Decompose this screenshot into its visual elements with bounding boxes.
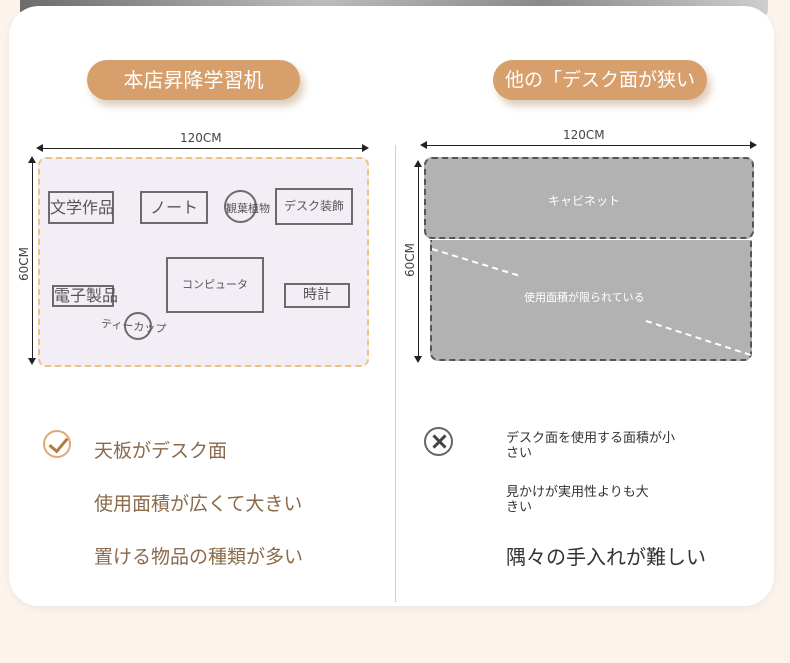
left-width-arrow-right: [362, 144, 369, 152]
cabinet-block: [424, 157, 754, 239]
left-feature-3: 置ける物品の種類が多い: [94, 546, 304, 568]
left-height-arrow-up: [28, 156, 36, 163]
left-width-line: [42, 148, 362, 149]
teacup-circle: [124, 312, 152, 340]
center-divider: [395, 145, 396, 602]
left-feature-1: 天板がデスク面: [94, 440, 228, 462]
item-computer: コンピュータ: [166, 257, 264, 313]
right-height-line: [418, 166, 419, 356]
left-feature-2: 使用面積が広くて大きい: [94, 493, 303, 515]
item-plant: 観葉植物: [226, 202, 270, 215]
right-height-label: 60CM: [403, 242, 418, 278]
left-width-arrow-left: [36, 144, 43, 152]
item-desk-decor: デスク装飾: [275, 188, 353, 225]
right-title-badge: 他の「デスク面が狭い: [493, 60, 707, 100]
right-width-arrow-left: [420, 141, 427, 149]
right-width-arrow-right: [750, 141, 757, 149]
right-height-arrow-down: [414, 356, 422, 363]
right-width-line: [426, 145, 750, 146]
cabinet-label: キャビネット: [548, 194, 621, 208]
check-circle-icon: [43, 430, 71, 458]
right-feature-3: 隅々の手入れが難しい: [506, 545, 706, 569]
item-literature: 文学作品: [48, 191, 114, 224]
plant-circle: [224, 190, 257, 223]
left-width-label: 120CM: [180, 131, 222, 145]
limited-area-label: 使用面積が限られている: [524, 291, 645, 304]
left-height-label: 60CM: [17, 246, 32, 282]
left-height-line: [32, 162, 33, 358]
item-clock: 時計: [284, 283, 350, 308]
left-title-badge: 本店昇降学習机: [87, 60, 300, 100]
item-notebook: ノート: [140, 191, 208, 224]
left-height-arrow-down: [28, 358, 36, 365]
right-height-arrow-up: [414, 160, 422, 167]
x-circle-icon: [424, 427, 453, 456]
item-electronics: 電子製品: [52, 285, 119, 307]
right-width-label: 120CM: [563, 128, 605, 142]
right-feature-2: 見かけが実用性よりも大きい: [506, 485, 649, 515]
right-feature-1: デスク面を使用する面積が小さい: [506, 431, 676, 461]
right-desk-surface: [430, 240, 752, 361]
